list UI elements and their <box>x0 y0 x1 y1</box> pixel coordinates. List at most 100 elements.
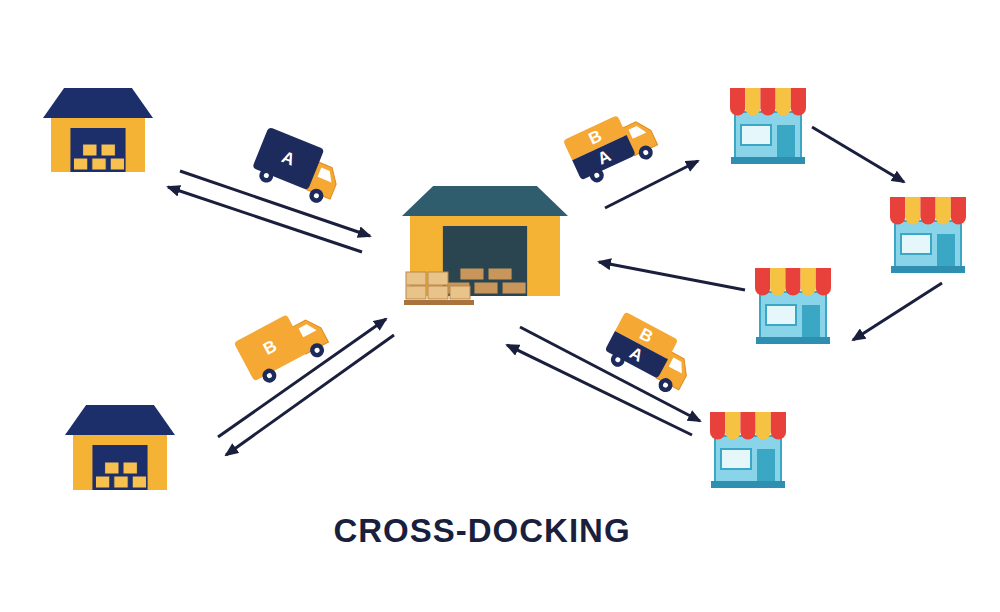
awning-stripe <box>890 197 905 217</box>
wheel-hub <box>614 356 621 363</box>
store-wall <box>895 221 961 267</box>
retail-store <box>755 268 831 344</box>
awning-stripe <box>745 88 760 108</box>
retail-store <box>890 197 966 273</box>
pallet <box>404 300 474 305</box>
warehouse-body <box>410 212 560 296</box>
awning-stripe <box>936 197 951 217</box>
truck-letter: B <box>586 127 604 148</box>
warehouse-roof <box>402 186 568 216</box>
awning-scallop <box>905 217 920 225</box>
store-door <box>802 305 820 338</box>
awning-scallop <box>755 288 770 296</box>
awning-stripe <box>756 412 771 432</box>
flow-arrow <box>605 161 698 208</box>
retail-store <box>730 88 806 164</box>
pallet-stack <box>404 272 474 305</box>
wheel-hub <box>263 172 270 179</box>
awning-stripe <box>801 268 816 288</box>
arrows <box>168 127 942 455</box>
wheel-hub <box>594 172 601 179</box>
awning-stripe <box>755 268 770 288</box>
flow-arrow <box>812 127 904 182</box>
truck-letter: A <box>279 148 297 168</box>
store-door <box>777 125 795 158</box>
store-wall <box>735 112 801 158</box>
awning-stripe <box>816 268 831 288</box>
stock-box <box>123 462 137 474</box>
awning-stripe <box>770 268 785 288</box>
store-base <box>731 157 805 164</box>
warehouse-door <box>92 445 147 490</box>
retail-store <box>710 412 786 488</box>
wheel-hub <box>642 149 649 156</box>
wheel-hub <box>662 382 669 389</box>
pallet-box <box>406 286 426 299</box>
awning-stripe <box>951 197 966 217</box>
awning-stripe <box>730 88 745 108</box>
truck-letter: A <box>595 147 613 168</box>
warehouse-body <box>51 114 145 172</box>
wheel <box>308 341 327 360</box>
awning-scallop <box>771 432 786 440</box>
awning-scallop <box>745 108 760 116</box>
awning-scallop <box>725 432 740 440</box>
awning-stripe <box>710 412 725 432</box>
store-window <box>721 449 751 469</box>
supplier-warehouse <box>65 405 175 490</box>
stock-box <box>83 144 97 156</box>
warehouse-body <box>73 431 167 490</box>
cargo-box <box>252 127 324 190</box>
awning-stripe <box>771 412 786 432</box>
awning-stripe <box>725 412 740 432</box>
wheel <box>307 187 325 205</box>
awning-scallop <box>710 432 725 440</box>
wheel <box>636 143 655 162</box>
stock-box <box>474 282 498 294</box>
cargo-bottom <box>605 331 668 379</box>
awning-scallop <box>730 108 745 116</box>
cross-dock-center <box>402 186 568 296</box>
wheel <box>656 376 675 395</box>
stock-box <box>110 158 124 170</box>
awning-scallop <box>776 108 791 116</box>
stock-box <box>460 268 484 280</box>
cab-window <box>669 358 687 374</box>
delivery-truck <box>600 312 699 398</box>
awning-scallop <box>816 288 831 296</box>
flow-arrow <box>599 262 745 290</box>
warehouse-roof <box>65 405 175 435</box>
awning-stripe <box>785 268 800 288</box>
warehouse-door <box>70 128 125 172</box>
awning-stripe <box>905 197 920 217</box>
stock-box <box>502 282 526 294</box>
store-base <box>711 481 785 488</box>
truck-letter: B <box>261 337 280 358</box>
pallet-box <box>428 286 448 299</box>
awning-scallop <box>756 432 771 440</box>
supplier-warehouse <box>43 88 153 172</box>
stock-box <box>105 462 119 474</box>
flow-arrow <box>168 187 362 252</box>
awning-scallop <box>740 432 755 440</box>
awning-stripe <box>760 88 775 108</box>
stock-box <box>73 158 87 170</box>
wheel <box>588 166 607 185</box>
flow-arrow <box>853 283 942 340</box>
wheel-hub <box>266 372 273 379</box>
awning-scallop <box>951 217 966 225</box>
store-door <box>937 234 955 267</box>
awning-stripe <box>740 412 755 432</box>
stock-box <box>114 476 128 488</box>
warehouse-roof <box>43 88 153 118</box>
wheel-hub <box>314 347 321 354</box>
stock-box <box>95 476 109 488</box>
wheel <box>260 366 279 385</box>
wheel <box>608 350 627 369</box>
cab-window <box>318 168 336 183</box>
store-base <box>891 266 965 273</box>
awning-stripe <box>791 88 806 108</box>
stock-box <box>488 268 512 280</box>
store-window <box>901 234 931 254</box>
store-window <box>741 125 771 145</box>
